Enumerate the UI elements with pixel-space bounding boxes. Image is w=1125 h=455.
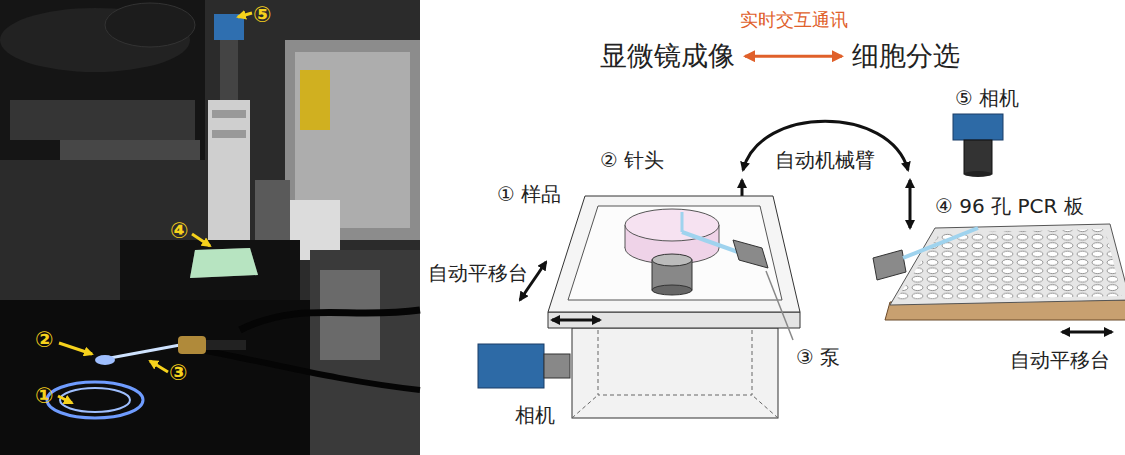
stage-left (598, 330, 752, 395)
part-label: 自动平移台 (428, 261, 528, 285)
sample-dish (681, 212, 684, 232)
photo (220, 40, 238, 100)
node-text: 显微镜成像 (600, 40, 735, 72)
callout-arrow (59, 343, 92, 354)
text-node: 显微镜成像 (600, 40, 735, 72)
photo (240, 310, 420, 330)
pump-symbol (733, 240, 793, 340)
part-label: 自动平移台 (1010, 348, 1110, 372)
photo (95, 355, 115, 365)
pump-symbol (766, 271, 793, 340)
part-label: ③ 泵 (796, 345, 840, 369)
pump-symbol (733, 240, 768, 268)
callout-number: ② (35, 327, 54, 353)
photo (110, 345, 180, 358)
stage-arrow (552, 319, 600, 322)
stage-left (572, 395, 598, 418)
stage-left (548, 196, 800, 312)
callout-arrow (58, 396, 72, 403)
part-label: 自动机械臂 (775, 148, 875, 172)
photo (206, 340, 246, 350)
camera-symbol (478, 344, 544, 388)
photo (212, 110, 246, 118)
sample-dish (625, 225, 626, 248)
camera-symbol (953, 114, 1003, 177)
callout-arrow (238, 13, 252, 17)
stage-arrow (1062, 331, 1112, 334)
stage-left (572, 328, 778, 418)
callout-number: ① (35, 383, 54, 409)
photo (60, 388, 130, 412)
connector (745, 55, 842, 58)
callout-arrow (58, 13, 252, 403)
callout-number: ④ (170, 218, 189, 244)
photo (208, 100, 250, 250)
part-label: ① 样品 (497, 182, 561, 206)
part-label: 相机 (515, 403, 555, 427)
photo (212, 130, 246, 138)
photo (178, 336, 206, 354)
sample-dish (625, 209, 719, 241)
edge-label: 实时交互通讯 (740, 9, 848, 31)
photo (0, 0, 420, 455)
photo (300, 70, 330, 130)
callout-number: ③ (169, 360, 188, 386)
pcr-plate (896, 229, 1122, 300)
sample-dish (652, 285, 692, 295)
stage-left (568, 206, 782, 300)
callout-number: ⑤ (253, 2, 272, 28)
photo (200, 350, 420, 390)
photo (190, 248, 258, 278)
part-label: ⑤ 相机 (955, 86, 1019, 110)
part-label: ② 针头 (600, 148, 664, 172)
sample-dish (625, 209, 738, 295)
stage-left (548, 312, 800, 328)
callout-arrow (150, 361, 168, 372)
photo (0, 0, 205, 160)
robot-arm-arrow (909, 180, 912, 228)
camera-symbol (478, 344, 570, 388)
camera-symbol (964, 140, 992, 174)
stage-left (548, 196, 800, 418)
pcr-plate (873, 250, 906, 280)
text-node: 细胞分选 (852, 40, 960, 72)
camera-symbol (964, 171, 992, 177)
camera-symbol (953, 114, 1003, 140)
pcr-plate (873, 224, 1125, 320)
sample-dish (652, 254, 692, 266)
pcr-plate (890, 224, 1125, 305)
photo (190, 248, 258, 278)
node-text: 细胞分选 (852, 40, 960, 72)
photo (47, 382, 143, 418)
photo (0, 0, 420, 455)
pcr-plate (903, 228, 978, 258)
photo (60, 140, 200, 160)
camera-symbol (544, 354, 570, 378)
photo (310, 250, 420, 455)
stage-left (752, 395, 778, 418)
part-label: ④ 96 孔 PCR 板 (935, 194, 1084, 218)
sample-dish (682, 232, 738, 252)
photo (105, 3, 195, 47)
photo (10, 100, 195, 140)
callout-arrow (192, 234, 210, 246)
photo (120, 240, 300, 300)
